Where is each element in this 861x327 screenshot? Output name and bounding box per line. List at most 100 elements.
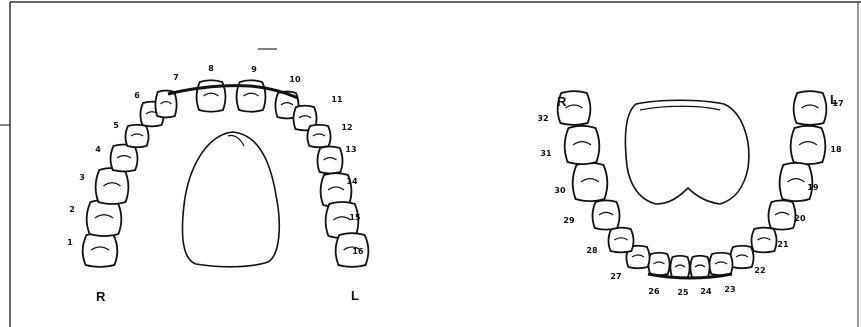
upper-tooth-number-9: 9	[251, 65, 257, 74]
upper-tooth-1	[81, 232, 119, 268]
upper-tooth-number-14: 14	[346, 177, 358, 186]
lower-tooth-31	[563, 124, 601, 166]
upper-tooth-number-15: 15	[349, 213, 361, 222]
lower-teeth-group: 17 18 19 20 21 22 23 24 25 26 27 28 29 30 31 32	[537, 90, 844, 297]
lower-left-side-label: L	[830, 92, 838, 107]
lower-tooth-31-groove	[572, 141, 592, 146]
upper-tooth-7	[154, 89, 178, 119]
lower-tooth-29-groove	[598, 211, 614, 216]
upper-tooth-7-groove	[160, 101, 172, 105]
lower-tooth-17-groove	[801, 104, 819, 109]
upper-right-side-label: R	[96, 289, 106, 304]
lower-tooth-18	[789, 124, 827, 166]
lower-tooth-19	[778, 161, 814, 203]
lower-tooth-30-groove	[580, 178, 600, 183]
lower-tooth-21	[750, 226, 778, 254]
upper-tooth-number-10: 10	[289, 75, 301, 84]
lower-tooth-30	[571, 161, 609, 203]
palate-outline	[181, 131, 281, 268]
lower-tooth-number-25: 25	[677, 288, 689, 297]
upper-tooth-5	[124, 123, 150, 149]
upper-tooth-number-3: 3	[79, 173, 85, 182]
lower-tooth-19-groove	[787, 178, 805, 183]
lower-tooth-number-32: 32	[537, 114, 548, 123]
lower-tooth-23	[708, 251, 734, 277]
lower-tooth-26	[647, 251, 671, 277]
lower-tooth-29	[591, 199, 621, 231]
upper-tooth-5-groove	[130, 133, 144, 137]
upper-tooth-11-groove	[298, 115, 312, 119]
lower-tooth-number-23: 23	[724, 285, 735, 294]
lower-right-side-label: R	[557, 94, 567, 109]
lower-tooth-20	[767, 199, 797, 231]
lower-tooth-number-31: 31	[540, 149, 552, 158]
upper-tooth-16-groove	[343, 246, 361, 251]
upper-tooth-10-groove	[280, 102, 294, 106]
lower-tooth-number-24: 24	[700, 287, 712, 296]
upper-tooth-number-2: 2	[69, 205, 75, 214]
upper-tooth-number-5: 5	[113, 121, 119, 130]
upper-tooth-2-groove	[94, 214, 114, 219]
lower-tooth-32	[556, 90, 592, 126]
upper-left-side-label: L	[351, 288, 359, 303]
upper-tooth-2	[85, 199, 123, 237]
lower-tooth-number-20: 20	[794, 214, 806, 223]
upper-tooth-number-16: 16	[352, 247, 364, 256]
tongue-inner-line	[639, 105, 721, 111]
upper-tooth-3-groove	[103, 182, 121, 187]
upper-tooth-12-groove	[312, 133, 326, 137]
upper-tooth-3	[94, 167, 130, 205]
upper-tooth-number-7: 7	[173, 73, 179, 82]
lower-tooth-27	[625, 244, 651, 270]
lower-tooth-24	[689, 254, 711, 280]
upper-tooth-13-groove	[323, 157, 337, 161]
upper-tooth-number-12: 12	[341, 123, 352, 132]
lower-tooth-number-21: 21	[777, 240, 789, 249]
upper-tooth-1-groove	[90, 246, 110, 251]
lower-tooth-number-17: 17	[832, 99, 843, 108]
upper-tooth-number-4: 4	[95, 145, 101, 154]
upper-tooth-8-groove	[203, 92, 219, 97]
upper-tooth-13	[316, 145, 344, 175]
lower-tooth-25	[669, 254, 691, 280]
lower-tooth-number-22: 22	[754, 266, 765, 275]
palate-notch	[227, 134, 245, 147]
lower-tooth-20-groove	[774, 211, 790, 216]
upper-tooth-15-groove	[333, 216, 351, 221]
upper-tooth-number-1: 1	[67, 238, 73, 247]
lower-tooth-21-groove	[757, 237, 771, 241]
lower-tooth-24-groove	[694, 264, 706, 268]
lower-tooth-18-groove	[798, 141, 818, 146]
lower-tooth-22-groove	[735, 254, 749, 258]
lower-incisor-margin	[647, 272, 733, 280]
upper-tooth-4	[109, 143, 139, 173]
lower-tooth-number-26: 26	[648, 287, 660, 296]
lower-tooth-28	[607, 226, 635, 254]
lower-tooth-25-groove	[674, 264, 686, 268]
lower-tooth-22	[729, 244, 755, 270]
lower-tooth-23-groove	[714, 261, 728, 265]
lower-tooth-26-groove	[653, 261, 665, 265]
lower-tooth-number-27: 27	[610, 272, 621, 281]
lower-tooth-28-groove	[614, 237, 628, 241]
lower-tooth-number-30: 30	[554, 186, 566, 195]
lower-tooth-number-29: 29	[563, 216, 575, 225]
tongue-outline	[624, 99, 750, 205]
upper-tooth-number-6: 6	[134, 91, 140, 100]
upper-tooth-number-13: 13	[345, 145, 356, 154]
upper-tooth-4-groove	[116, 155, 132, 159]
lower-tooth-32-groove	[565, 104, 583, 109]
upper-incisor-margin	[167, 84, 299, 100]
lower-tooth-17	[792, 90, 828, 126]
lower-tooth-27-groove	[631, 254, 645, 258]
upper-tooth-14-groove	[327, 186, 345, 191]
upper-tooth-12	[306, 123, 332, 149]
upper-tooth-16	[334, 232, 370, 268]
upper-tooth-number-8: 8	[208, 64, 214, 73]
lower-tooth-number-19: 19	[807, 183, 819, 192]
upper-tooth-9-groove	[243, 92, 259, 97]
lower-tooth-number-28: 28	[586, 246, 598, 255]
lower-tooth-number-18: 18	[830, 145, 842, 154]
